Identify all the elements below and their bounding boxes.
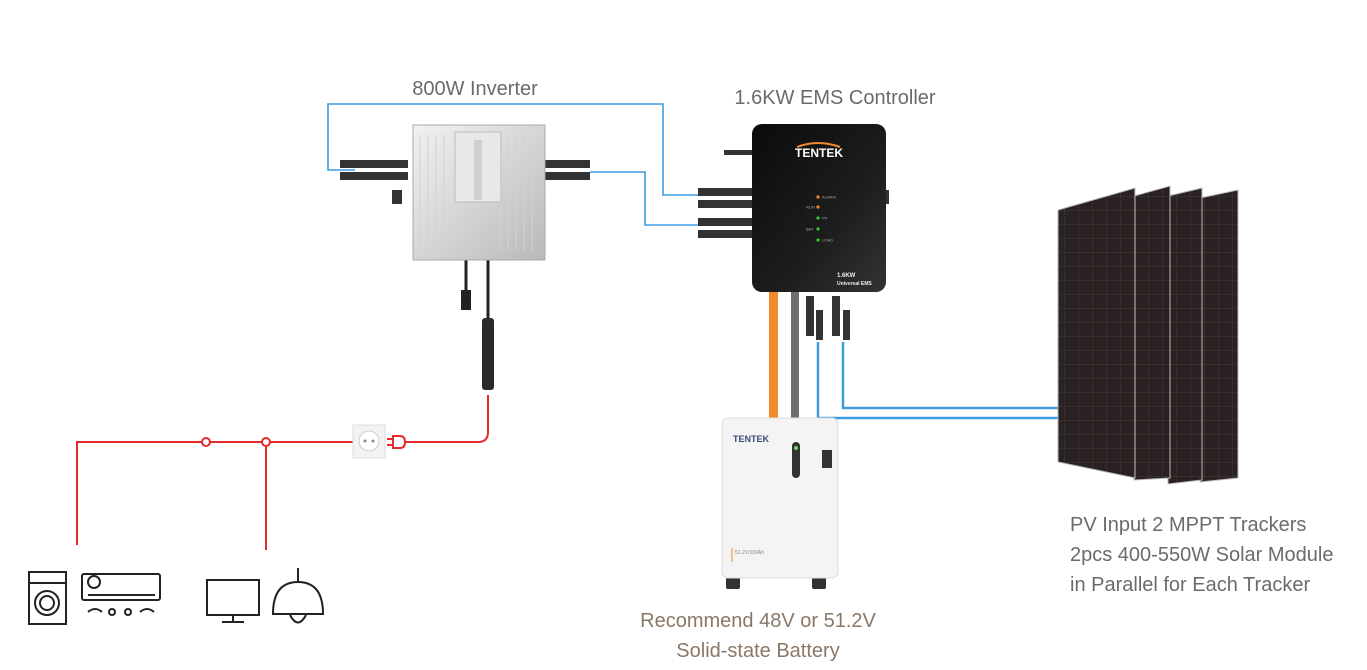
svg-text:51.2V/100Ah: 51.2V/100Ah <box>735 550 764 556</box>
washing-machine-icon <box>28 571 67 625</box>
pv-label-line: in Parallel for Each Tracker <box>1070 574 1311 596</box>
inverter-unit <box>340 124 590 261</box>
solar-panels <box>1057 185 1239 485</box>
battery-label-line: Recommend 48V or 51.2V <box>640 610 876 632</box>
battery-label: Recommend 48V or 51.2V Solid-state Batte… <box>640 606 876 666</box>
wire-junction <box>201 437 211 447</box>
pv-label-line: PV Input 2 MPPT Trackers <box>1070 514 1307 536</box>
svg-text:1.6KW: 1.6KW <box>837 273 856 279</box>
ems-controller-label: 1.6KW EMS Controller <box>734 87 936 109</box>
svg-text:PV: PV <box>822 216 828 221</box>
pv-label-line: 2pcs 400-550W Solar Module <box>1070 544 1334 566</box>
svg-text:Universal EMS: Universal EMS <box>837 281 872 287</box>
plug-icon <box>387 435 407 449</box>
ems-brand-logo: TENTEK <box>795 146 843 160</box>
battery-unit: TENTEK 51.2V/100Ah <box>721 417 839 589</box>
ems-controller: TENTEK ALARM RUN PV BAT LOAD 1.6KW Unive… <box>698 124 889 292</box>
pv-wire-ems-panels <box>816 342 1058 420</box>
ac-wire <box>76 395 489 550</box>
svg-text:LOAD: LOAD <box>822 238 833 243</box>
pv-label: PV Input 2 MPPT Trackers 2pcs 400-550W S… <box>1070 510 1333 600</box>
battery-label-line: Solid-state Battery <box>676 640 840 662</box>
air-conditioner-icon <box>81 573 161 616</box>
ems-bottom-connectors <box>806 296 850 340</box>
svg-text:ALARM: ALARM <box>822 195 836 200</box>
inverter-ac-cable <box>461 260 494 390</box>
pv-wire-inverter-ems <box>327 103 700 226</box>
battery-positive-cable <box>769 292 778 422</box>
ceiling-lamp-icon <box>271 568 325 624</box>
battery-negative-cable <box>791 292 799 422</box>
monitor-icon <box>206 579 260 623</box>
inverter-label: 800W Inverter <box>412 78 538 100</box>
wall-socket-icon <box>352 424 386 459</box>
svg-text:BAT: BAT <box>806 227 814 232</box>
svg-text:RUN: RUN <box>806 205 815 210</box>
wire-junction <box>261 437 271 447</box>
battery-brand-logo: TENTEK <box>733 434 770 444</box>
